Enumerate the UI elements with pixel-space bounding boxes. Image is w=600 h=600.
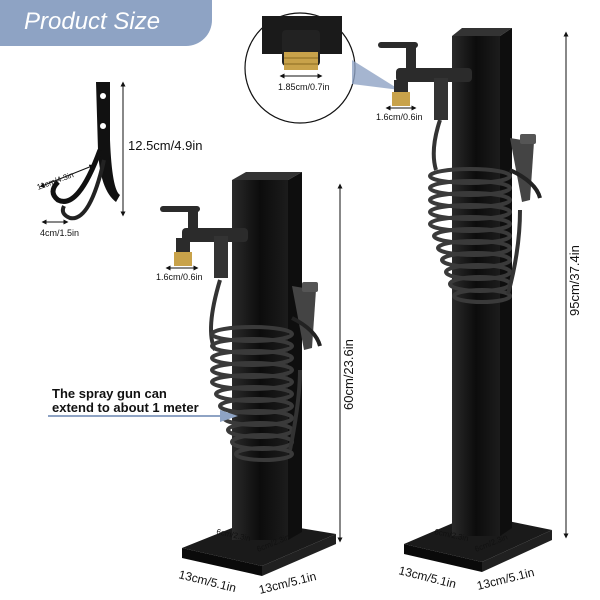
banner-title: Product Size — [24, 8, 161, 35]
product-size-banner: Product Size — [0, 0, 212, 46]
tall-post — [378, 28, 552, 572]
thread-size-label: 1.85cm/0.7in — [278, 82, 330, 92]
small-height-label: 60cm/23.6in — [341, 339, 356, 410]
wall-hook — [50, 82, 120, 221]
hook-width-label: 4cm/1.5in — [40, 228, 79, 238]
callout-line-2: extend to about 1 meter — [52, 400, 199, 415]
zoom-detail — [244, 12, 356, 124]
tall-outlet-label: 1.6cm/0.6in — [376, 112, 423, 122]
callout-line-1: The spray gun can — [52, 386, 167, 401]
hook-depth-line — [39, 164, 95, 188]
small-outlet-label: 1.6cm/0.6in — [156, 272, 203, 282]
zoom-pointer — [352, 60, 400, 90]
tall-height-label: 95cm/37.4in — [567, 245, 582, 316]
small-post — [160, 172, 336, 576]
hook-height-label: 12.5cm/4.9in — [128, 138, 202, 153]
tall-base-a-label: 13cm/5.1in — [397, 563, 457, 591]
spray-gun-callout — [48, 410, 238, 422]
small-base-a-label: 13cm/5.1in — [177, 567, 237, 595]
